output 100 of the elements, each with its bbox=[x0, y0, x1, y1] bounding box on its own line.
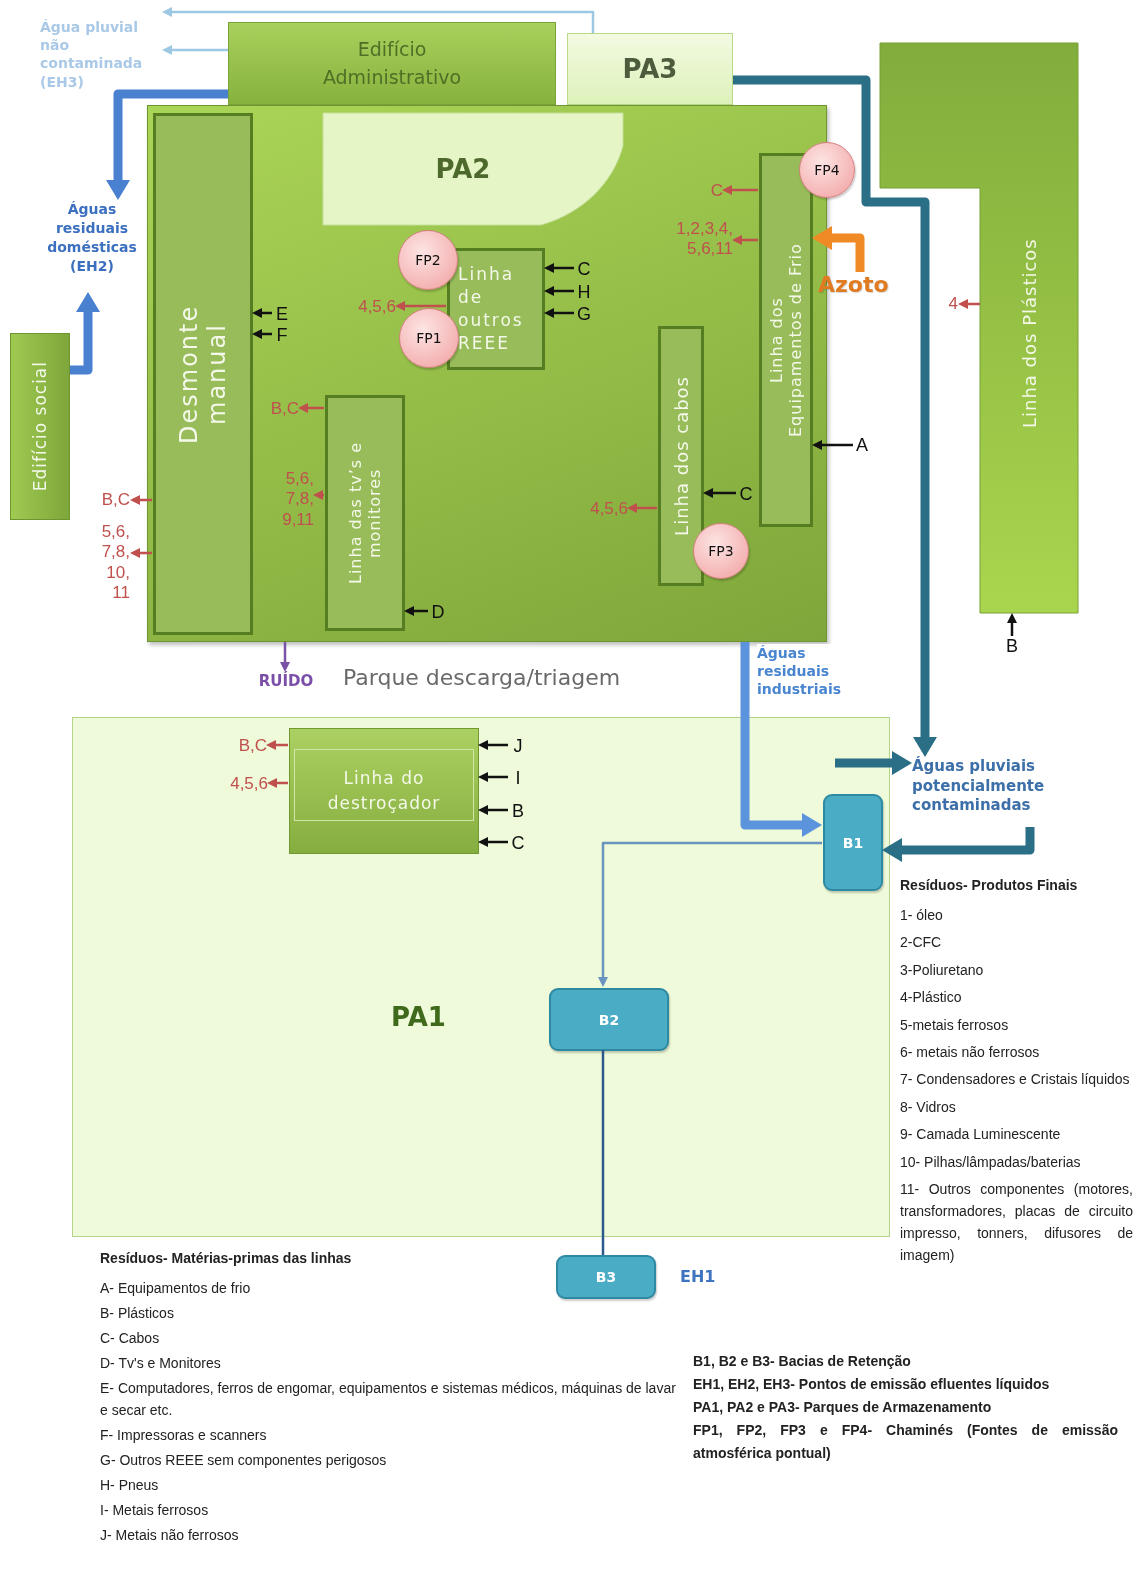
input-label: F bbox=[273, 325, 291, 345]
legend-heading: Resíduos- Produtos Finais bbox=[900, 876, 1079, 895]
legend-item: 2-CFC bbox=[900, 933, 943, 953]
arrow bbox=[732, 235, 758, 245]
legend-heading: B1, B2 e B3- Bacias de Retenção bbox=[693, 1352, 912, 1371]
legend-item: 4-Plástico bbox=[900, 988, 963, 1008]
arrow bbox=[478, 740, 508, 750]
arrow bbox=[478, 837, 508, 847]
output-label: B,C bbox=[86, 490, 130, 510]
process-label: Desmonte manual bbox=[175, 303, 231, 446]
process-label: Linha dos Plásticos bbox=[1017, 237, 1041, 430]
legend-item: F- Impressoras e scanners bbox=[100, 1426, 268, 1445]
emission-point-circle bbox=[693, 523, 749, 579]
legend-item: D- Tv's e Monitores bbox=[100, 1354, 222, 1373]
emission-point-circle bbox=[398, 230, 458, 290]
arrow bbox=[395, 301, 446, 311]
arrow bbox=[544, 286, 574, 296]
output-label: 4,5,6 bbox=[574, 499, 628, 519]
output-label: 5,6, 7,8, 9,11 bbox=[264, 469, 314, 541]
legend-item: I- Metais ferrosos bbox=[100, 1501, 210, 1520]
output-label: B,C bbox=[221, 736, 267, 756]
process-label: Linha das tv’s e monitores bbox=[346, 441, 384, 586]
legend-heading: EH1, EH2, EH3- Pontos de emissão efluentes líquidos bbox=[693, 1375, 1051, 1394]
arrow bbox=[544, 263, 574, 273]
arrow bbox=[130, 495, 152, 505]
flow-arrow bbox=[740, 642, 822, 835]
arrow bbox=[298, 403, 324, 413]
process-label: FP4 bbox=[814, 162, 840, 178]
flow-arrow bbox=[812, 228, 865, 272]
process-label: B3 bbox=[595, 1269, 617, 1285]
arrow bbox=[252, 329, 272, 339]
area-label: PA3 bbox=[622, 54, 678, 84]
process-label: Edifício social bbox=[30, 361, 50, 492]
input-label: H bbox=[575, 282, 593, 302]
storage-area bbox=[567, 33, 733, 105]
arrow bbox=[1007, 613, 1017, 636]
legend-item: 1- óleo bbox=[900, 906, 944, 925]
arrow bbox=[722, 185, 758, 195]
input-label: B bbox=[509, 801, 527, 821]
flow-arrow bbox=[70, 292, 98, 375]
arrow bbox=[544, 308, 574, 318]
storage-area bbox=[323, 113, 623, 225]
legend-item: E- Computadores, ferros de engomar, equipamentos e sistemas médicos, máquinas de lavar e secar etc. bbox=[100, 1379, 677, 1420]
input-label: C bbox=[575, 259, 593, 279]
process-label: B1 bbox=[842, 834, 864, 851]
output-label: C bbox=[703, 181, 723, 201]
legend-heading: FP1, FP2, FP3 e FP4- Chaminés (Fontes de emissão atmosférica pontual) bbox=[693, 1421, 1118, 1463]
process-label: FP1 bbox=[416, 330, 442, 346]
legend-item: 3-Poliuretano bbox=[900, 960, 985, 980]
arrow bbox=[252, 308, 272, 318]
legend-item: 7- Condensadores e Cristais líquidos bbox=[900, 1070, 1131, 1090]
legend-item: 5-metais ferrosos bbox=[900, 1015, 1010, 1035]
arrow bbox=[812, 440, 853, 450]
input-label: C bbox=[509, 833, 527, 853]
flow-label: RUÍDO bbox=[245, 672, 327, 696]
legend-item: 11- Outros componentes (motores, transformadores, placas de circuito impresso, tonners, difusores de imagem) bbox=[900, 1179, 1133, 1265]
arrow bbox=[313, 490, 324, 500]
process-label: Linha de outros REEE bbox=[457, 263, 525, 355]
arrow bbox=[627, 503, 657, 513]
input-label: C bbox=[737, 484, 755, 504]
flow-arrow bbox=[835, 753, 912, 773]
legend-item: 9- Camada Luminescente bbox=[900, 1125, 1062, 1145]
arrow bbox=[280, 642, 290, 672]
basin-box bbox=[549, 988, 669, 1051]
arrow bbox=[703, 488, 736, 498]
basin-box bbox=[823, 794, 883, 891]
output-label: 5,6, 7,8, 10, 11 bbox=[86, 522, 130, 614]
legend-item: 10- Pilhas/lâmpadas/baterias bbox=[900, 1152, 1082, 1172]
arrow bbox=[162, 7, 595, 33]
arrow bbox=[404, 606, 428, 616]
output-label: 1,2,3,4, 5,6,11 bbox=[651, 219, 733, 267]
legend-item: H- Pneus bbox=[100, 1476, 160, 1495]
flow-arrow bbox=[733, 75, 935, 757]
input-label: B bbox=[1003, 636, 1021, 658]
legend-item: 6- metais não ferrosos bbox=[900, 1042, 1041, 1062]
process-label: Linha do destroçador bbox=[326, 766, 442, 815]
arrow bbox=[130, 548, 152, 558]
arrow bbox=[267, 778, 288, 788]
connector-line bbox=[601, 1050, 605, 1255]
output-label: 4,5,6 bbox=[214, 774, 268, 794]
area-label: Parque descarga/triagem bbox=[343, 665, 621, 690]
input-label: I bbox=[509, 768, 527, 788]
arrow bbox=[162, 45, 228, 55]
legend-heading: Resíduos- Matérias-primas das linhas bbox=[100, 1249, 353, 1268]
building-box bbox=[228, 22, 556, 105]
flow-arrow bbox=[108, 89, 228, 200]
flow-label: Água pluvial não contaminada (EH3) bbox=[40, 8, 162, 116]
legend-item: B- Plásticos bbox=[100, 1304, 175, 1323]
input-label: A bbox=[853, 435, 871, 455]
input-label: J bbox=[509, 736, 527, 756]
output-label: 4,5,6 bbox=[342, 297, 396, 317]
process-label: B2 bbox=[598, 1011, 620, 1028]
input-label: D bbox=[429, 602, 447, 622]
process-label: FP2 bbox=[415, 252, 441, 268]
process-label: Linha dos Equipamentos de Frio bbox=[767, 242, 805, 439]
process-label: Edifício Administrativo bbox=[321, 36, 463, 90]
arrow bbox=[598, 841, 822, 987]
legend-heading: PA1, PA2 e PA3- Parques de Armazenamento bbox=[693, 1398, 993, 1417]
output-label: 4 bbox=[940, 294, 958, 314]
building-box bbox=[10, 333, 70, 520]
